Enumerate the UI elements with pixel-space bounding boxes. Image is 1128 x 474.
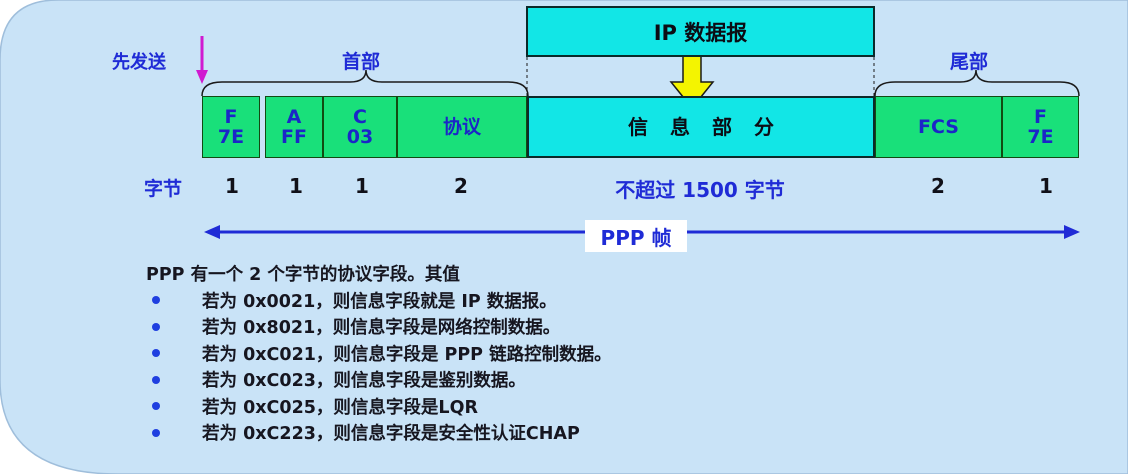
header-brace — [201, 69, 529, 97]
bytes-control: 1 — [355, 174, 369, 198]
bytes-protocol: 2 — [454, 174, 468, 198]
field-flag-end-line2: 7E — [1027, 126, 1054, 148]
list-item-text: 若为 0xC025，则信息字段是LQR — [202, 397, 478, 418]
bytes-fcs: 2 — [931, 174, 945, 198]
list-item-text: 若为 0x0021，则信息字段就是 IP 数据报。 — [202, 291, 557, 312]
ppp-frame-label: PPP 帧 — [585, 220, 687, 252]
field-information-label: 信息部分 — [628, 115, 796, 139]
bytes-information: 不超过 1500 字节 — [615, 178, 785, 202]
bullet-icon — [152, 296, 160, 305]
header-label: 首部 — [342, 51, 381, 73]
field-flag-start-line1: F — [224, 106, 238, 128]
trailer-brace — [874, 69, 1080, 97]
list-item-text: 若为 0xC021，则信息字段是 PPP 链路控制数据。 — [202, 344, 612, 365]
field-protocol-label: 协议 — [442, 116, 481, 138]
list-item: 若为 0xC023，则信息字段是鉴别数据。 — [148, 367, 612, 394]
send-first-arrow — [196, 70, 208, 84]
send-first-label: 先发送 — [112, 52, 166, 73]
bullet-icon — [152, 402, 160, 411]
list-item: 若为 0x8021，则信息字段是网络控制数据。 — [148, 314, 612, 341]
ip-datagram-label: IP 数据报 — [653, 20, 748, 45]
list-item: 若为 0x0021，则信息字段就是 IP 数据报。 — [148, 287, 612, 314]
list-item: 若为 0xC223，则信息字段是安全性认证CHAP — [148, 420, 612, 447]
list-item-text: 若为 0x8021，则信息字段是网络控制数据。 — [202, 318, 561, 339]
protocol-value-list: 若为 0x0021，则信息字段就是 IP 数据报。 若为 0x8021，则信息字… — [148, 287, 612, 446]
field-address-line2: FF — [281, 126, 307, 148]
trailer-label: 尾部 — [950, 51, 989, 73]
bullet-icon — [152, 375, 160, 384]
bytes-row-label: 字节 — [144, 178, 183, 200]
bullet-icon — [152, 349, 160, 358]
field-flag-start-line2: 7E — [217, 126, 245, 148]
bullet-icon — [152, 428, 160, 437]
bytes-flag-start: 1 — [225, 174, 239, 198]
field-protocol: 协议 — [397, 96, 527, 158]
bytes-flag-end: 1 — [1039, 174, 1053, 198]
field-fcs-label: FCS — [918, 116, 959, 138]
protocol-field-intro: PPP 有一个 2 个字节的协议字段。其值 — [146, 265, 460, 285]
field-flag-end-line1: F — [1034, 106, 1047, 128]
ppp-frame-arrow-right — [1064, 225, 1080, 239]
ip-down-arrow — [669, 54, 715, 110]
list-item: 若为 0xC021，则信息字段是 PPP 链路控制数据。 — [148, 340, 612, 367]
field-control-line2: 03 — [346, 126, 374, 148]
list-item: 若为 0xC025，则信息字段是LQR — [148, 393, 612, 420]
ip-datagram-box: IP 数据报 — [526, 6, 875, 57]
field-fcs: FCS — [875, 96, 1002, 158]
field-information: 信息部分 — [527, 96, 875, 158]
bytes-address: 1 — [289, 174, 303, 198]
ppp-frame-arrow-left — [204, 225, 220, 239]
field-control-line1: C — [353, 106, 367, 128]
list-item-text: 若为 0xC223，则信息字段是安全性认证CHAP — [202, 424, 580, 445]
bullet-icon — [152, 322, 160, 331]
list-item-text: 若为 0xC023，则信息字段是鉴别数据。 — [202, 371, 526, 392]
field-address-line1: A — [286, 106, 302, 128]
